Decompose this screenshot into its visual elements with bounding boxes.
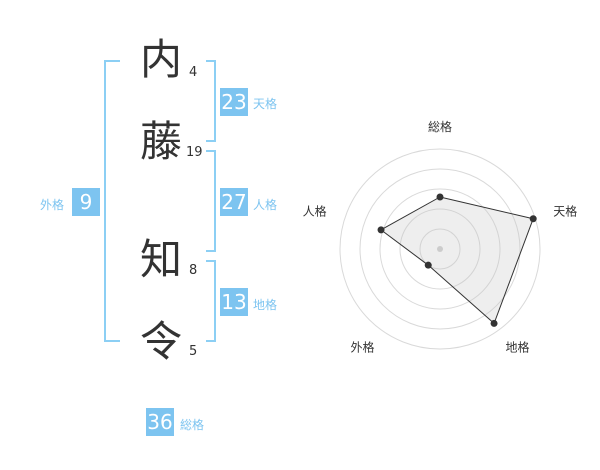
jinkaku-label: 人格 xyxy=(253,198,278,212)
radar-point-2 xyxy=(529,215,537,223)
stroke-count-4: 5 xyxy=(189,344,198,359)
name-char-4: 令 xyxy=(139,317,182,366)
radar-axis-label-1: 総格 xyxy=(428,119,452,134)
radar-point-1 xyxy=(436,193,444,201)
gaikaku-label: 外格 xyxy=(40,198,65,212)
radar-ring xyxy=(419,228,461,270)
radar-axis-label-3: 地格 xyxy=(505,340,529,355)
radar-ring xyxy=(359,168,521,330)
name-char-3: 知 xyxy=(139,235,182,284)
radar-point-4 xyxy=(424,261,432,269)
gaikaku-bracket xyxy=(104,60,120,342)
chikaku-badge: 13 xyxy=(220,288,248,316)
jinkaku-bracket xyxy=(206,150,216,252)
tenkaku-label: 天格 xyxy=(253,97,278,111)
radar-axis-label-2: 天格 xyxy=(553,203,577,218)
radar-polygon xyxy=(380,196,534,325)
radar-point-5 xyxy=(377,226,385,234)
jinkaku-badge: 27 xyxy=(220,188,248,216)
name-char-2: 藤 xyxy=(139,117,182,166)
radar-ring xyxy=(379,188,501,310)
chikaku-label: 地格 xyxy=(253,298,278,312)
radar-axis-label-5: 人格 xyxy=(303,203,327,218)
gaikaku-badge: 9 xyxy=(72,188,100,216)
name-char-1: 内 xyxy=(139,35,182,84)
tenkaku-bracket xyxy=(206,60,216,142)
soukaku-badge: 36 xyxy=(146,408,174,436)
stroke-count-2: 19 xyxy=(186,145,203,160)
radar-center-dot xyxy=(437,246,443,252)
tenkaku-badge: 23 xyxy=(220,88,248,116)
stroke-count-3: 8 xyxy=(189,263,198,278)
radar-point-3 xyxy=(490,319,498,327)
soukaku-label: 総格 xyxy=(180,418,205,432)
radar-axis-label-4: 外格 xyxy=(351,340,375,355)
radar-ring xyxy=(339,148,541,350)
chikaku-bracket xyxy=(206,260,216,342)
stroke-count-1: 4 xyxy=(189,65,198,80)
radar-ring xyxy=(399,208,481,290)
